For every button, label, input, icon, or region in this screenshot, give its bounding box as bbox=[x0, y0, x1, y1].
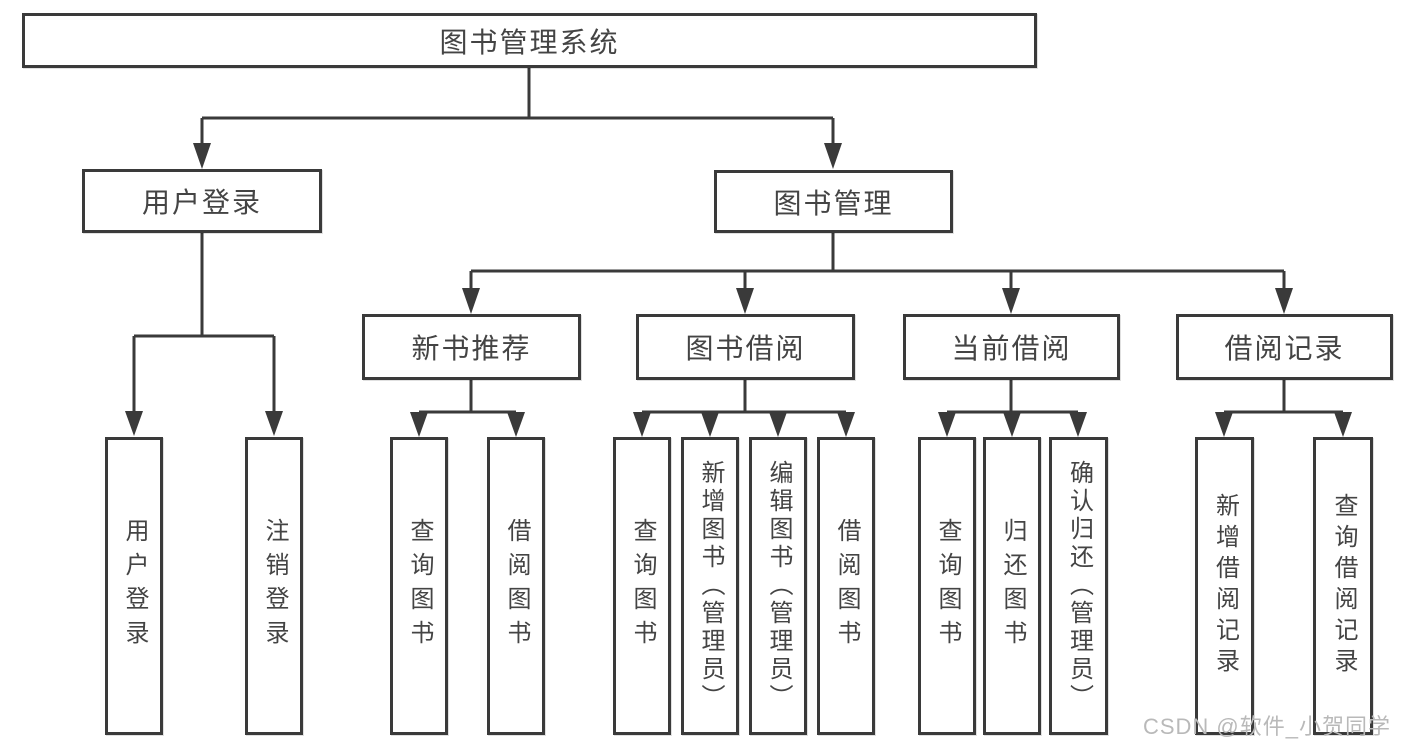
watermark-text: CSDN @软件_小贺同学 bbox=[1142, 714, 1391, 739]
node-leaf-query-books-recommend: 查询图书 bbox=[390, 437, 448, 735]
node-leaf-borrow-books-recommend: 借阅图书 bbox=[487, 437, 545, 735]
node-new-book-recommendation: 新书推荐 bbox=[362, 314, 581, 380]
node-leaf-add-books-admin: 新增图书（管理员） bbox=[681, 437, 739, 735]
node-user-login: 用户登录 bbox=[82, 169, 322, 233]
node-leaf-query-books-current: 查询图书 bbox=[918, 437, 976, 735]
node-book-borrowing: 图书借阅 bbox=[636, 314, 855, 380]
node-borrowing-records: 借阅记录 bbox=[1176, 314, 1393, 380]
node-library-management-system: 图书管理系统 bbox=[22, 13, 1037, 68]
node-leaf-user-login: 用户登录 bbox=[105, 437, 163, 735]
node-leaf-logout: 注销登录 bbox=[245, 437, 303, 735]
node-book-management: 图书管理 bbox=[714, 170, 953, 233]
node-leaf-query-borrow-record: 查询借阅记录 bbox=[1313, 437, 1373, 735]
node-leaf-add-borrow-record: 新增借阅记录 bbox=[1195, 437, 1254, 735]
node-leaf-borrow-books: 借阅图书 bbox=[817, 437, 875, 735]
node-leaf-return-books: 归还图书 bbox=[983, 437, 1041, 735]
node-current-borrowing: 当前借阅 bbox=[903, 314, 1120, 380]
node-leaf-edit-books-admin: 编辑图书（管理员） bbox=[749, 437, 807, 735]
node-leaf-confirm-return-admin: 确认归还（管理员） bbox=[1049, 437, 1108, 735]
node-leaf-query-books-borrowing: 查询图书 bbox=[613, 437, 671, 735]
